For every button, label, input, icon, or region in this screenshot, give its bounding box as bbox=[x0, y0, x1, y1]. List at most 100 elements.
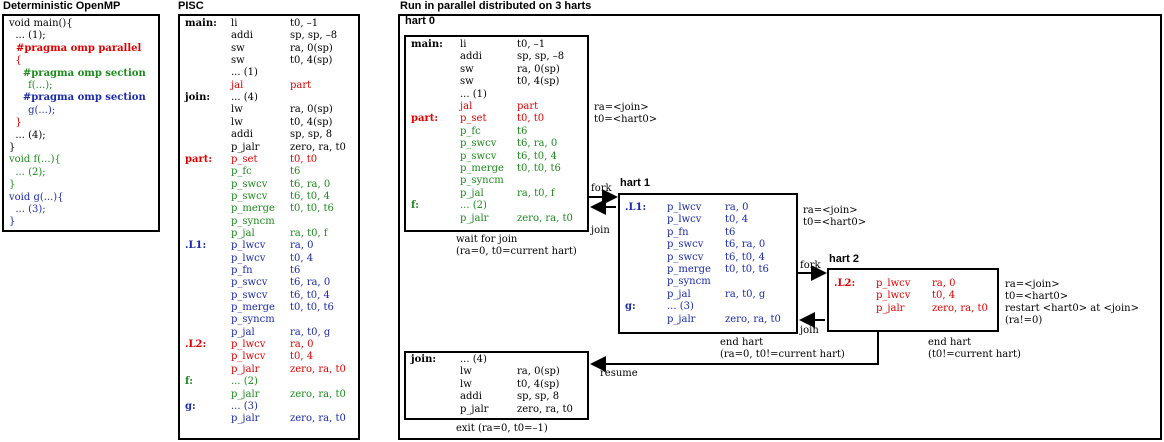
pisc-operands: part bbox=[290, 79, 312, 91]
pisc-opcode: p_lwcv bbox=[231, 351, 266, 363]
pisc-operands: t6 bbox=[290, 166, 301, 178]
resume-arrow bbox=[590, 332, 879, 372]
pisc-operands: t6 bbox=[290, 265, 301, 276]
pisc-label: part: bbox=[185, 153, 213, 165]
join-opcode: p_jalr bbox=[460, 403, 489, 415]
fork2-label: fork bbox=[800, 260, 821, 271]
pisc-opcode: p_swcv bbox=[231, 178, 268, 190]
openmp-line: void f(...){ bbox=[9, 154, 61, 166]
pisc-opcode: p_lwcv bbox=[231, 339, 266, 351]
pisc-operands: ra, 0 bbox=[290, 240, 314, 252]
pisc-operands: sp, sp, –8 bbox=[290, 30, 338, 42]
pisc-operands: ra, t0, g bbox=[290, 326, 331, 338]
pisc-label: f: bbox=[185, 376, 193, 388]
pisc-operands: ra, 0 bbox=[290, 339, 314, 351]
hart2-note-restart: restart <hart0> at <join> bbox=[1005, 303, 1139, 314]
end-hart1-condition: (ra=0, t0!=current hart) bbox=[720, 349, 845, 360]
hart1-operands: t6, t0, 4 bbox=[725, 251, 765, 263]
pisc-opcode: p_merge bbox=[231, 203, 275, 215]
pisc-operands: t0, t0, t6 bbox=[290, 302, 334, 314]
pisc-opcode: p_syncm bbox=[231, 314, 275, 326]
pisc-opcode: p_fn bbox=[231, 265, 253, 276]
hart0-opcode: p_fc bbox=[460, 125, 481, 137]
hart1-operands: zero, ra, t0 bbox=[725, 313, 781, 325]
hart2-note-t0: t0=<hart0> bbox=[1005, 291, 1069, 302]
openmp-line: } bbox=[9, 117, 22, 129]
hart1-opcode: p_jal bbox=[667, 288, 691, 300]
openmp-line: { bbox=[9, 55, 22, 67]
hart0-label: hart 0 bbox=[405, 15, 435, 27]
pisc-opcode: p_jal bbox=[231, 227, 255, 239]
exit-label: exit (ra=0, t0=–1) bbox=[456, 423, 548, 434]
pisc-operands: t6, t0, 4 bbox=[290, 289, 330, 301]
hart1-opcode: p_syncm bbox=[667, 276, 711, 288]
hart2-opcode: p_lwcv bbox=[876, 278, 911, 289]
hart1-operands: t6 bbox=[725, 226, 736, 238]
pisc-operands: t0, t0, t6 bbox=[290, 203, 334, 215]
pisc-opcode: sw bbox=[231, 55, 245, 67]
hart1-operands: t0, 4 bbox=[725, 214, 749, 226]
pisc-operands: t0, t0 bbox=[290, 153, 318, 165]
pisc-label: .L1: bbox=[185, 240, 207, 252]
openmp-line: g(...); bbox=[9, 104, 56, 116]
pisc-opcode: p_swcv bbox=[231, 289, 268, 301]
hart0-opcode: p_jal bbox=[460, 187, 484, 199]
join-operands: sp, sp, 8 bbox=[517, 391, 560, 403]
hart1-opcode: p_fn bbox=[667, 226, 689, 238]
hart0-opcode: sw bbox=[460, 76, 474, 88]
pisc-opcode: p_jalr bbox=[231, 413, 260, 425]
pisc-title: PISC bbox=[178, 0, 204, 12]
hart1-note-ra: ra=<join> bbox=[803, 205, 858, 216]
hart1-operands: ra, t0, g bbox=[725, 288, 766, 300]
pisc-label: main: bbox=[185, 18, 217, 29]
hart0-opcode: sw bbox=[460, 63, 474, 75]
openmp-line: } bbox=[9, 216, 16, 228]
pisc-operands: zero, ra, t0 bbox=[290, 141, 346, 153]
openmp-line: #pragma omp parallel bbox=[9, 42, 142, 54]
pisc-operands: t6, ra, 0 bbox=[290, 178, 331, 190]
pisc-operands: zero, ra, t0 bbox=[290, 363, 346, 375]
hart1-operands: t6, ra, 0 bbox=[725, 239, 766, 251]
pisc-opcode: addi bbox=[231, 129, 253, 141]
pisc-opcode: p_swcv bbox=[231, 277, 268, 289]
hart0-opcode: p_syncm bbox=[460, 175, 504, 187]
openmp-line: #pragma omp section bbox=[9, 92, 146, 104]
join2-label: join bbox=[800, 325, 819, 336]
pisc-operands: sp, sp, 8 bbox=[290, 129, 333, 141]
pisc-opcode: ... (4) bbox=[231, 92, 258, 104]
hart1-opcode: p_lwcv bbox=[667, 202, 702, 213]
openmp-panel: void main(){ ... (1); #pragma omp parall… bbox=[2, 14, 160, 232]
pisc-opcode: p_set bbox=[231, 153, 258, 165]
hart0-opcode: p_swcv bbox=[460, 138, 497, 150]
hart1-operands: ra, 0 bbox=[725, 202, 749, 213]
hart0-opcode: jal bbox=[460, 101, 473, 112]
hart1-operands: t0, t0, t6 bbox=[725, 264, 769, 275]
parallel-title: Run in parallel distributed on 3 harts bbox=[400, 0, 592, 12]
hart0-operands: t0, t0, t6 bbox=[517, 163, 561, 174]
hart0-opcode: p_swcv bbox=[460, 150, 497, 162]
pisc-operands: t0, –1 bbox=[290, 18, 319, 29]
pisc-operands: zero, ra, t0 bbox=[290, 388, 346, 400]
hart2-label: .L2: bbox=[834, 278, 856, 289]
openmp-line: } bbox=[9, 142, 16, 153]
pisc-opcode: ... (3) bbox=[231, 400, 258, 412]
pisc-opcode: lw bbox=[231, 104, 243, 116]
pisc-opcode: li bbox=[231, 18, 238, 29]
hart1-opcode: p_swcv bbox=[667, 251, 704, 263]
hart0-operands: sp, sp, –8 bbox=[517, 51, 565, 63]
hart0-label: main: bbox=[411, 39, 443, 50]
hart0-operands: t0, 4(sp) bbox=[517, 76, 560, 88]
hart0-operands: t6 bbox=[517, 125, 528, 137]
openmp-line: ... (4); bbox=[9, 129, 46, 141]
hart2-opcode: p_lwcv bbox=[876, 290, 911, 302]
end-hart2-label: end hart bbox=[928, 337, 972, 348]
join-opcode: lw bbox=[460, 378, 472, 390]
pisc-opcode: p_syncm bbox=[231, 215, 275, 227]
hart0-note-t0: t0=<hart0> bbox=[594, 114, 658, 125]
hart1-opcode: p_swcv bbox=[667, 239, 704, 251]
openmp-line: } bbox=[9, 179, 16, 191]
hart2-note-ra: ra=<join> bbox=[1005, 279, 1060, 290]
